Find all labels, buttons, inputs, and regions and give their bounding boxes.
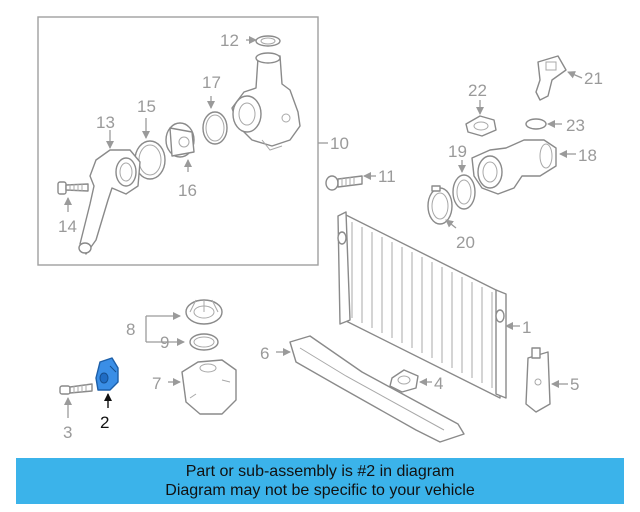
callout-15: 15 [137, 97, 156, 116]
callout-10: 10 [330, 134, 349, 153]
callout-16: 16 [178, 181, 197, 200]
callout-2: 2 [100, 413, 109, 432]
banner-line-1: Part or sub-assembly is #2 in diagram [185, 463, 455, 480]
callout-19: 19 [448, 142, 467, 161]
part-23-o-ring[interactable] [525, 118, 547, 130]
part-22-gasket[interactable] [465, 115, 497, 137]
callout-4: 4 [434, 374, 443, 393]
callout-21: 21 [584, 69, 603, 88]
callout-23: 23 [566, 116, 585, 135]
part-19-ring[interactable] [452, 174, 476, 210]
callout-11: 11 [378, 167, 396, 186]
callout-18: 18 [578, 146, 597, 165]
callout-9: 9 [160, 333, 169, 352]
part-18-flange[interactable] [471, 139, 557, 195]
callout-22: 22 [468, 81, 487, 100]
callout-6: 6 [260, 344, 269, 363]
part-21-temp-sensor[interactable] [535, 55, 567, 101]
part-12-seal[interactable] [255, 35, 281, 47]
callout-1: 1 [522, 318, 531, 337]
callout-8: 8 [126, 320, 135, 339]
part-5-bracket[interactable] [525, 347, 551, 413]
part-15-o-ring[interactable] [134, 140, 166, 180]
info-banner: Part or sub-assembly is #2 in diagram Di… [16, 458, 624, 504]
parts-diagram: 12 17 16 15 13 [37, 16, 603, 443]
callout-14: 14 [58, 217, 77, 236]
callout-5: 5 [570, 375, 579, 394]
banner-line-2: Diagram may not be specific to your vehi… [165, 482, 475, 499]
part-14-bolt[interactable] [57, 181, 89, 195]
thermostat-group-box [37, 16, 319, 266]
part-11-bolt[interactable] [325, 175, 363, 191]
part-10-housing[interactable] [231, 52, 301, 151]
callout-13: 13 [96, 113, 115, 132]
part-4-rubber-mount[interactable] [389, 369, 419, 393]
part-9-o-ring[interactable] [189, 333, 219, 351]
part-2-highlighted[interactable] [95, 357, 119, 391]
part-3-bolt[interactable] [59, 383, 93, 395]
part-1-radiator[interactable] [337, 211, 507, 399]
callout-12: 12 [220, 31, 239, 50]
part-13-flange-pipe[interactable] [78, 149, 141, 255]
part-17-o-ring[interactable] [202, 111, 228, 145]
part-20-mount-ring[interactable] [427, 185, 453, 225]
part-7-reservoir[interactable] [181, 359, 237, 415]
callout-3: 3 [63, 423, 72, 442]
part-8-reservoir-cap[interactable] [185, 299, 223, 325]
part-16-thermostat[interactable] [165, 122, 195, 158]
callout-7: 7 [152, 374, 161, 393]
part-6-air-duct[interactable] [289, 335, 465, 443]
callout-17: 17 [202, 73, 221, 92]
callout-20: 20 [456, 233, 475, 252]
